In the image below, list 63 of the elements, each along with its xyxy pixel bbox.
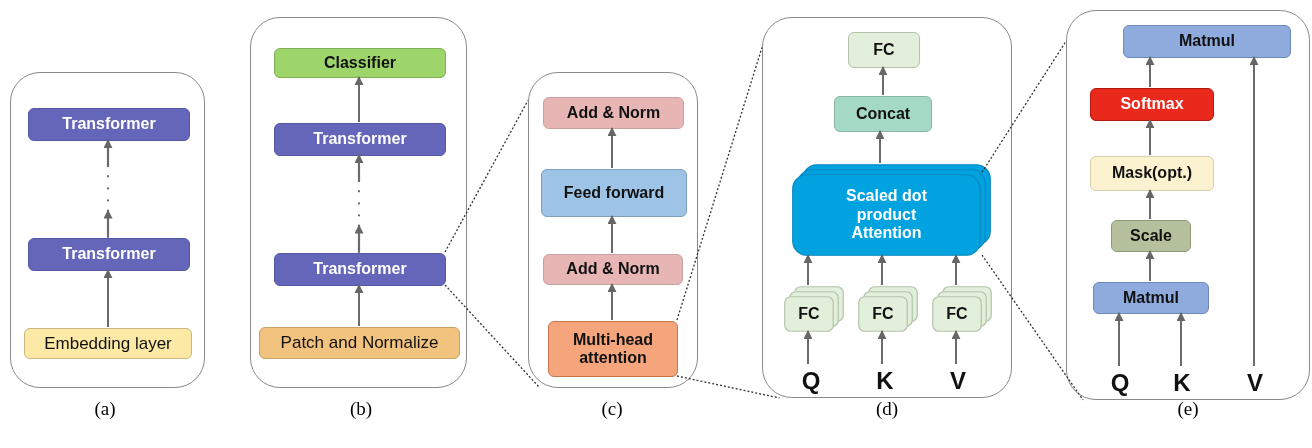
arrow (1145, 56, 1155, 88)
panel-frame (528, 72, 698, 388)
arrow (877, 254, 887, 286)
input-symbol: Q (1106, 367, 1134, 399)
process-box: Mask(opt.) (1090, 156, 1214, 191)
process-box: FC (848, 32, 920, 68)
zoom-guide-line (676, 46, 763, 321)
arrow (875, 130, 885, 164)
input-symbol: Q (797, 365, 825, 397)
arrow (1145, 250, 1155, 282)
arrow (951, 330, 961, 365)
arrow (803, 330, 813, 365)
arrow (104, 138, 113, 239)
process-box: Transformer (274, 253, 446, 286)
process-box: Add & Norm (543, 97, 684, 129)
arrow (607, 127, 617, 169)
input-symbol: V (1241, 367, 1269, 399)
arrow (877, 330, 887, 365)
input-symbol: V (944, 365, 972, 397)
process-box: Softmax (1090, 88, 1214, 121)
process-box: Scale (1111, 220, 1191, 252)
process-box: Transformer (28, 238, 190, 271)
input-symbol: K (1168, 367, 1196, 399)
arrow (354, 76, 364, 123)
zoom-guide-line (981, 254, 1084, 401)
arrow (1249, 56, 1259, 367)
process-box: Matmul (1093, 282, 1209, 314)
arrow (1114, 312, 1124, 367)
arrow (878, 66, 888, 96)
arrow (1145, 119, 1155, 156)
process-box: Add & Norm (543, 254, 683, 285)
arrow (1176, 312, 1186, 367)
panel-caption: (e) (1177, 398, 1199, 420)
process-box: Embedding layer (24, 328, 192, 359)
panel-frame (762, 17, 1012, 398)
panel-caption: (c) (601, 398, 623, 420)
arrow (607, 215, 617, 254)
panel-caption: (d) (875, 398, 899, 420)
zoom-guide-line (444, 284, 541, 389)
zoom-guide-line (676, 375, 781, 399)
arrow (607, 283, 617, 321)
input-symbol: K (871, 365, 899, 397)
process-box: Multi-head attention (548, 321, 678, 377)
arrow (354, 284, 364, 327)
arrow (803, 254, 813, 286)
process-box: Feed forward (541, 169, 687, 217)
panel-caption: (a) (94, 398, 116, 420)
zoom-guide-line (444, 99, 529, 253)
panel-caption: (b) (349, 398, 373, 420)
arrow (951, 254, 961, 286)
arrow (1145, 189, 1155, 220)
process-box: Patch and Normalize (259, 327, 460, 359)
panel-frame (1066, 10, 1310, 400)
process-box: Concat (834, 96, 932, 132)
process-box: Transformer (274, 123, 446, 156)
process-box: Classifier (274, 48, 446, 78)
arrow (355, 153, 364, 254)
process-box: Matmul (1123, 25, 1291, 58)
process-box: Transformer (28, 108, 190, 141)
zoom-guide-line (981, 40, 1067, 173)
arrow (103, 269, 113, 328)
panel-frame (10, 72, 205, 388)
panel-frame (250, 17, 467, 388)
